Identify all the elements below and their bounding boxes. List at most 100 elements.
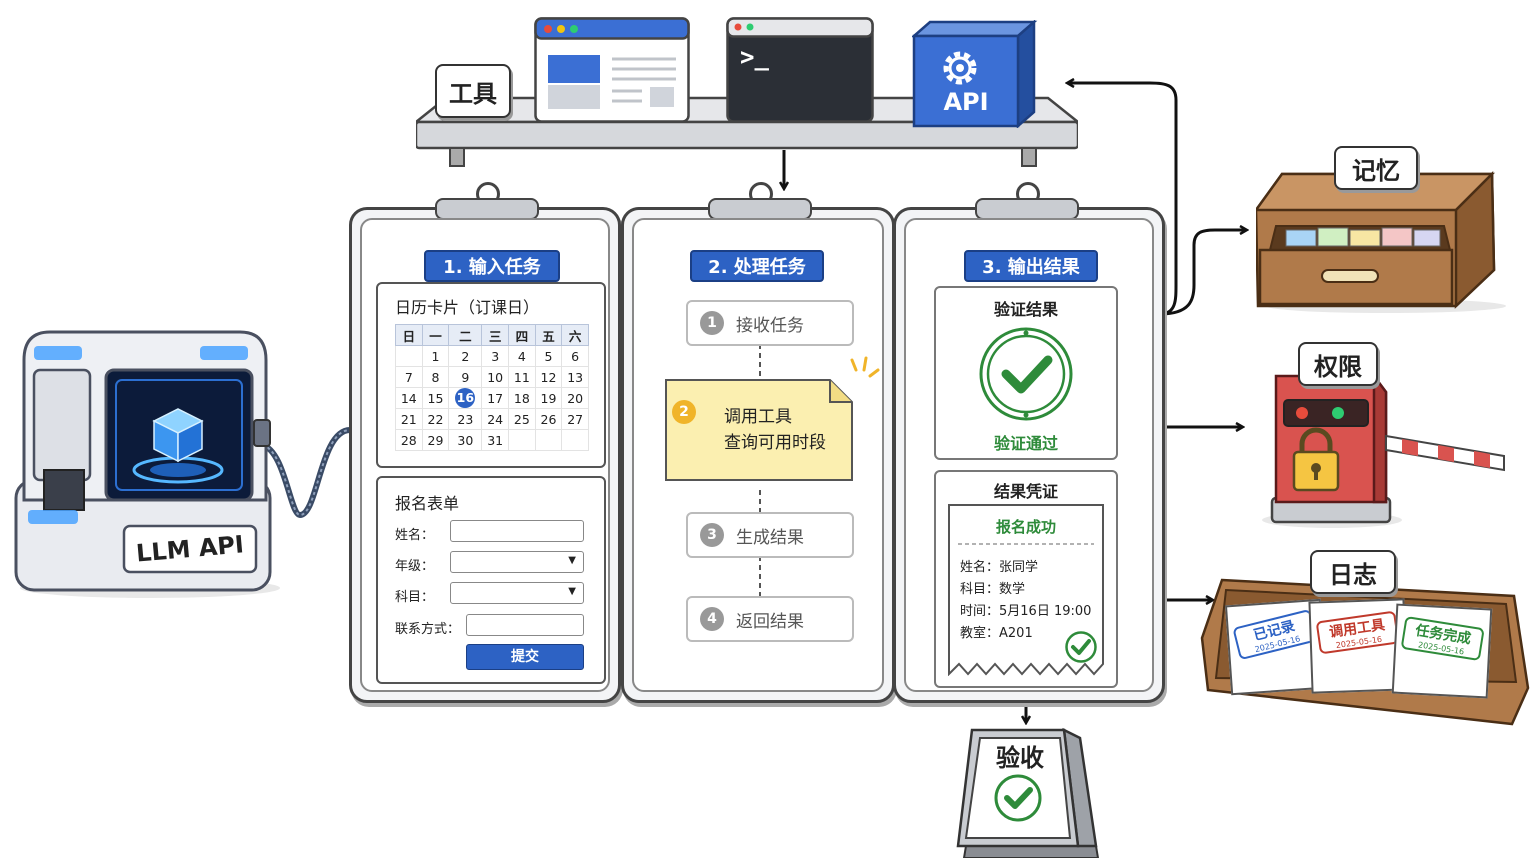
calendar-day[interactable]: 18: [508, 387, 536, 409]
step-call-tool-note: 2 调用工具 查询可用时段: [664, 378, 854, 482]
calendar-day[interactable]: 21: [395, 408, 423, 430]
arrow-output-to-memory: [1159, 230, 1246, 316]
calendar-day[interactable]: 27: [561, 408, 589, 430]
verify-title: 验证结果: [993, 300, 1058, 319]
tools-label: 工具: [435, 64, 511, 118]
memory-drawer: [1253, 170, 1510, 318]
calendar-day[interactable]: 12: [534, 366, 563, 388]
calendar-day[interactable]: 10: [481, 366, 510, 388]
api-cube-icon[interactable]: API: [910, 19, 1038, 132]
receipt-ticket: 报名成功 姓名：张同学 科目：数学 时间：5月16日 19:00 教室：A201: [948, 504, 1104, 676]
calendar-day[interactable]: 14: [395, 387, 423, 409]
clipboard-clip: [975, 198, 1079, 220]
llm-api-server: LLM API: [10, 320, 280, 604]
calendar-day[interactable]: 5: [534, 345, 563, 367]
calendar-day[interactable]: 28: [395, 429, 423, 451]
calendar-day: [395, 345, 423, 367]
log-stamp: 任务完成 2025-05-16: [1400, 615, 1485, 662]
padlock-icon: [1292, 427, 1340, 492]
calendar-day[interactable]: 3: [481, 345, 510, 367]
calendar-day[interactable]: 15: [421, 387, 450, 409]
verify-card: 验证结果 验证通过: [934, 286, 1118, 460]
panel-output-result: 3. 输出结果 验证结果 验证通过 结果凭证 报名成功 姓名：张同学 科目：数学: [893, 182, 1165, 703]
step-label: 返回结果: [736, 611, 804, 632]
calendar-day[interactable]: 25: [508, 408, 536, 430]
calendar-day[interactable]: 9: [448, 366, 483, 388]
calendar-day[interactable]: 2: [448, 345, 483, 367]
weekday-header: 五: [534, 324, 563, 346]
log-stamp-card: 任务完成 2025-05-16: [1391, 603, 1493, 699]
verified-check-icon: [979, 327, 1073, 421]
field-label-subject: 科目：: [395, 590, 435, 605]
calendar-day[interactable]: 31: [481, 429, 510, 451]
calendar-day-selected[interactable]: 16: [455, 388, 476, 408]
panel-title-input: 1. 输入任务: [424, 250, 560, 282]
permission-label: 权限: [1298, 342, 1378, 386]
calendar-day[interactable]: 30: [448, 429, 483, 451]
calendar-day[interactable]: 11: [508, 366, 536, 388]
terminal-icon[interactable]: >_: [726, 17, 874, 127]
weekday-header: 二: [448, 324, 483, 346]
dropdown-arrow-icon: ▼: [568, 586, 576, 597]
permission-gate: [1262, 370, 1512, 534]
calendar-day[interactable]: 23: [448, 408, 483, 430]
terminal-prompt: >_: [740, 43, 769, 71]
calendar-day[interactable]: 20: [561, 387, 589, 409]
subject-select[interactable]: ▼: [450, 582, 584, 604]
calendar-day[interactable]: 6: [561, 345, 589, 367]
receipt-row-subject: 科目：数学: [960, 582, 1026, 597]
step-label-line1: 调用工具: [724, 407, 792, 427]
receipt-row-name: 姓名：张同学: [960, 560, 1039, 575]
calendar-day[interactable]: 13: [561, 366, 589, 388]
panel-title-process: 2. 处理任务: [690, 250, 824, 282]
clipboard-clip: [435, 198, 539, 220]
calendar-day[interactable]: 24: [481, 408, 510, 430]
submit-button[interactable]: 提交: [466, 644, 584, 670]
highlight-burst-icon: [850, 356, 880, 378]
calendar-day[interactable]: 7: [395, 366, 423, 388]
log-label: 日志: [1310, 550, 1396, 594]
calendar-day: [534, 429, 563, 451]
calendar-day[interactable]: 22: [421, 408, 450, 430]
acceptance-sign: 验收: [954, 724, 1104, 862]
field-label-contact: 联系方式：: [395, 622, 461, 637]
calendar-day[interactable]: 1: [421, 345, 450, 367]
step-number: 1: [700, 311, 724, 335]
calendar-day[interactable]: 26: [534, 408, 563, 430]
calendar-day[interactable]: 17: [481, 387, 510, 409]
calendar-day[interactable]: 29: [421, 429, 450, 451]
calendar-day: [561, 429, 589, 451]
signup-form: 报名表单 姓名： 年级： ▼ 科目： ▼ 联系方式： 提交: [376, 476, 606, 684]
calendar-day[interactable]: 19: [534, 387, 563, 409]
llm-cable: [260, 427, 351, 519]
calendar-title: 日历卡片（订课日）: [395, 298, 540, 317]
step-number: 4: [700, 607, 724, 631]
calendar-day[interactable]: 8: [421, 366, 450, 388]
step-label: 生成结果: [736, 527, 804, 548]
step-generate-result: 3 生成结果: [686, 512, 854, 558]
calendar-day[interactable]: 16: [448, 387, 483, 409]
name-input[interactable]: [450, 520, 584, 542]
step-dashed-line: [759, 344, 761, 596]
receipt-row-room: 教室：A201: [960, 626, 1033, 641]
grade-select[interactable]: ▼: [450, 551, 584, 573]
log-stamp: 调用工具 2025-05-16: [1315, 610, 1400, 655]
weekday-header: 四: [508, 324, 536, 346]
calendar-day[interactable]: 4: [508, 345, 536, 367]
check-circle-icon: [994, 774, 1042, 822]
clipboard-clip: [708, 198, 812, 220]
step-receive-task: 1 接收任务: [686, 300, 854, 346]
browser-window-icon[interactable]: [534, 17, 690, 127]
contact-input[interactable]: [466, 614, 584, 636]
step-label-line2: 查询可用时段: [724, 433, 826, 453]
result-voucher-card: 结果凭证 报名成功 姓名：张同学 科目：数学 时间：5月16日 19:00 教室…: [934, 470, 1118, 688]
weekday-header: 日: [395, 324, 423, 346]
verify-status: 验证通过: [993, 434, 1058, 453]
